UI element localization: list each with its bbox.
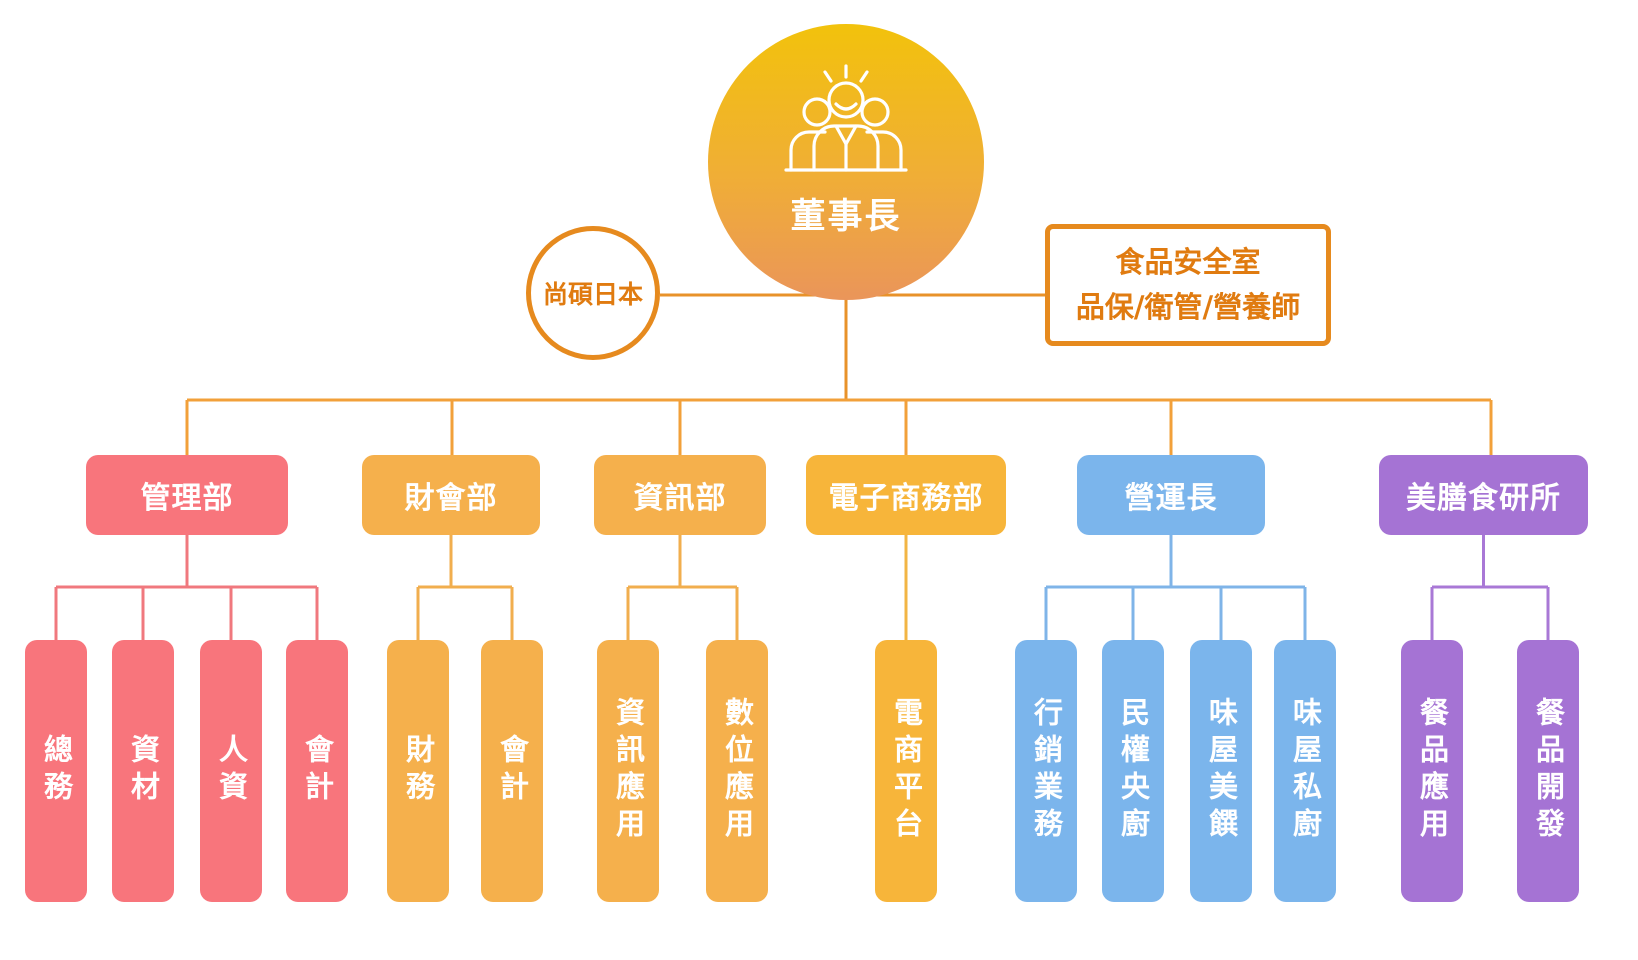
sub-unit-label: 餐品開發 <box>1531 697 1566 845</box>
sub-unit-label: 餐品應用 <box>1415 697 1450 845</box>
sub-unit-label: 總務 <box>39 734 74 808</box>
sub-unit-node: 財務 <box>387 640 449 902</box>
sub-unit-label: 人資 <box>214 734 249 808</box>
food-safety-roles: 品保/衛管/營養師 <box>1075 290 1301 324</box>
sub-unit-node: 行銷業務 <box>1015 640 1077 902</box>
sub-unit-label: 味屋私廚 <box>1288 697 1323 845</box>
dept-node: 資訊部 <box>594 455 766 535</box>
sub-unit-node: 會計 <box>481 640 543 902</box>
sub-unit-label: 數位應用 <box>720 697 755 845</box>
sub-unit-label: 民權央廚 <box>1116 697 1151 845</box>
sub-unit-node: 資訊應用 <box>597 640 659 902</box>
sub-unit-node: 會計 <box>286 640 348 902</box>
sub-unit-node: 數位應用 <box>706 640 768 902</box>
sub-unit-label: 資訊應用 <box>611 697 646 845</box>
sub-unit-label: 電商平台 <box>889 697 924 845</box>
dept-label: 營運長 <box>1124 481 1218 516</box>
japan-branch-label: 尚碩日本 <box>542 280 643 309</box>
japan-branch-node: 尚碩日本 <box>526 226 660 360</box>
dept-label: 財會部 <box>404 481 498 516</box>
sub-unit-label: 行銷業務 <box>1029 697 1064 845</box>
dept-node: 電子商務部 <box>806 455 1006 535</box>
dept-label: 電子商務部 <box>828 481 984 516</box>
chairman-node: 董事長 <box>708 24 984 300</box>
dept-label: 美膳食研所 <box>1406 481 1561 516</box>
sub-unit-node: 味屋私廚 <box>1274 640 1336 902</box>
dept-label: 管理部 <box>140 481 234 516</box>
dept-label: 資訊部 <box>633 481 727 516</box>
chairman-label: 董事長 <box>790 197 902 237</box>
sub-unit-label: 財務 <box>401 734 436 808</box>
sub-unit-node: 總務 <box>25 640 87 902</box>
sub-unit-label: 資材 <box>126 734 161 808</box>
team-icon <box>784 64 908 178</box>
sub-unit-label: 會計 <box>300 734 335 808</box>
sub-unit-node: 民權央廚 <box>1102 640 1164 902</box>
dept-node: 財會部 <box>362 455 540 535</box>
sub-unit-node: 資材 <box>112 640 174 902</box>
sub-unit-node: 餐品應用 <box>1401 640 1463 902</box>
sub-unit-label: 味屋美饌 <box>1204 697 1239 845</box>
food-safety-title: 食品安全室 <box>1115 245 1261 280</box>
dept-node: 管理部 <box>86 455 288 535</box>
sub-unit-node: 電商平台 <box>875 640 937 902</box>
sub-unit-node: 人資 <box>200 640 262 902</box>
sub-unit-label: 會計 <box>495 734 530 808</box>
sub-unit-node: 味屋美饌 <box>1190 640 1252 902</box>
sub-unit-node: 餐品開發 <box>1517 640 1579 902</box>
dept-node: 美膳食研所 <box>1379 455 1588 535</box>
food-safety-office-node: 食品安全室 品保/衛管/營養師 <box>1045 224 1331 346</box>
dept-node: 營運長 <box>1077 455 1265 535</box>
